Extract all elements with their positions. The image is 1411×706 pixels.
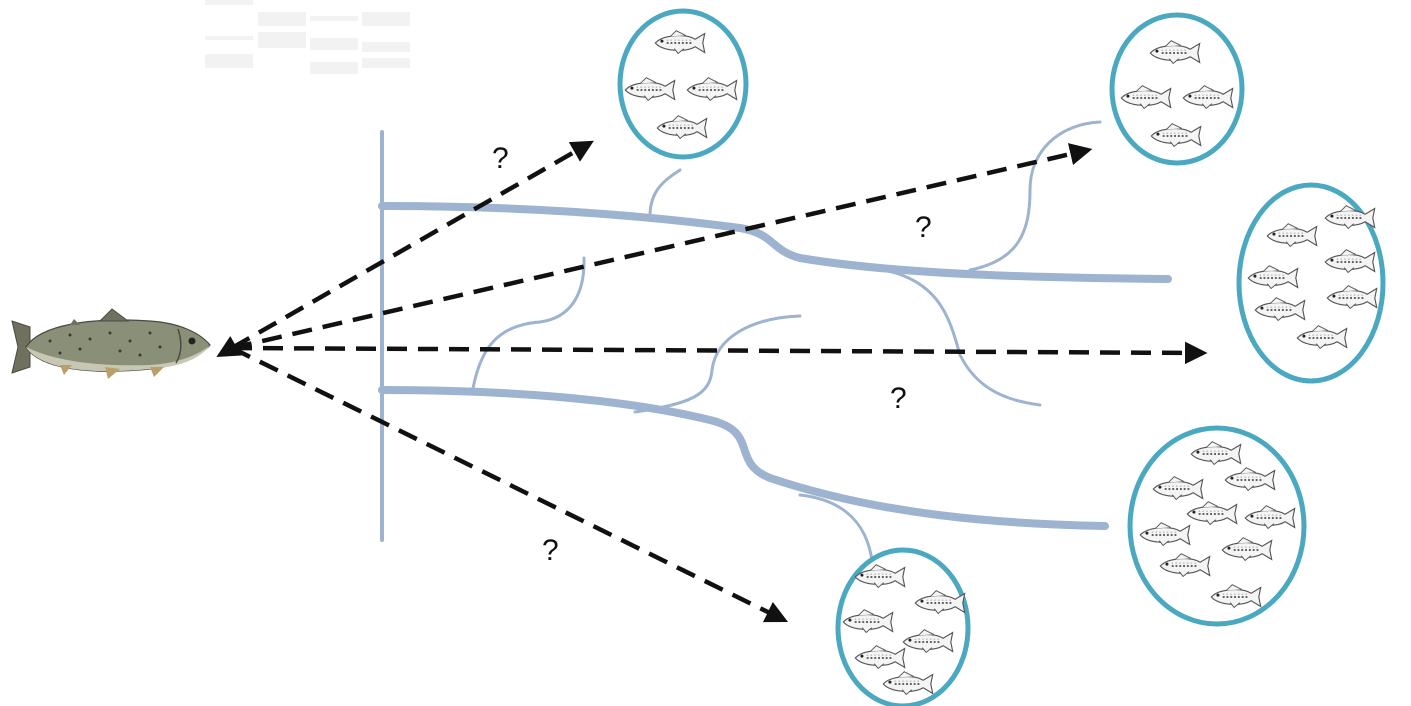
question-mark-upper-right: ? [915,211,932,244]
river-network [378,120,1172,572]
arrow-to-top-right-population [231,143,1093,351]
arrow-to-bottom-population [231,345,789,623]
dispersal-arrows [216,140,1208,623]
side-stream-3 [868,266,1042,407]
lower-tributary [378,386,1109,530]
population-top [617,8,749,160]
arrow-to-top-population [216,140,594,357]
upper-tributary [378,202,1172,283]
question-marks: ? ? ? ? [492,142,932,567]
side-stream-4 [470,256,586,396]
question-mark-top: ? [492,142,509,175]
question-mark-bottom: ? [542,534,559,567]
population-right [1236,182,1386,384]
trout-icon [11,308,211,379]
side-stream-5 [633,314,802,414]
side-stream-6 [798,493,875,572]
side-stream-2 [968,120,1102,272]
question-mark-right: ? [890,382,907,415]
population-top-right [1109,12,1245,166]
side-stream-1 [648,168,682,218]
arrow-to-right-population [231,341,1208,365]
population-bottom [835,547,971,706]
population-lower-right [1127,425,1307,627]
